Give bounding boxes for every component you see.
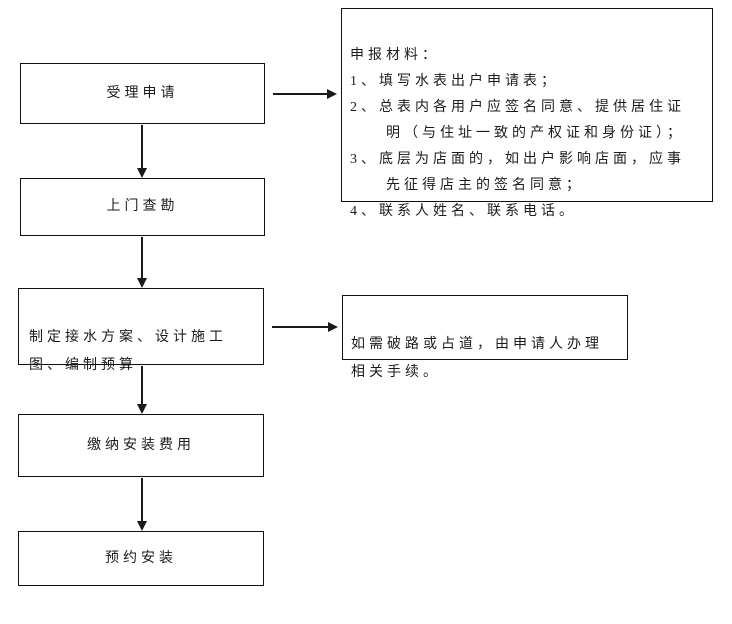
- arrow-step4-to-step5-icon: [137, 478, 147, 531]
- arrow-head-right-icon: [328, 322, 338, 332]
- step-label: 受理申请: [106, 85, 179, 101]
- arrow-step1-to-materials-note-icon: [273, 89, 337, 99]
- arrow-shaft: [272, 326, 328, 328]
- step-accept-application: 受理申请: [20, 63, 265, 124]
- arrow-step3-to-road-note-icon: [272, 322, 338, 332]
- arrow-head-down-icon: [137, 278, 147, 288]
- step-site-survey: 上门查勘: [20, 178, 265, 236]
- arrow-step2-to-step3-icon: [137, 237, 147, 288]
- step-label: 预约安装: [105, 550, 177, 566]
- note-road-occupation: 如需破路或占道，由申请人办理 相关手续。: [342, 295, 628, 380]
- arrow-shaft: [141, 237, 143, 278]
- arrow-head-down-icon: [137, 404, 147, 414]
- arrow-step1-to-step2-icon: [137, 125, 147, 178]
- arrow-step3-to-step4-icon: [137, 366, 147, 414]
- note-application-materials: 申报材料： 1、填写水表出户申请表； 2、总表内各用户应签名同意、提供居住证 明…: [341, 8, 713, 219]
- step-label: 上门查勘: [106, 199, 179, 214]
- step-label: 缴纳安装费用: [87, 437, 195, 453]
- arrow-head-down-icon: [137, 521, 147, 531]
- arrow-shaft: [141, 125, 143, 168]
- arrow-shaft: [141, 366, 143, 404]
- note-text: 如需破路或占道，由申请人办理 相关手续。: [351, 337, 603, 380]
- arrow-head-right-icon: [327, 89, 337, 99]
- note-text: 申报材料： 1、填写水表出户申请表； 2、总表内各用户应签名同意、提供居住证 明…: [350, 48, 685, 219]
- step-plan-design-budget: 制定接水方案、设计施工 图、编制预算: [18, 288, 264, 373]
- step-pay-installation-fee: 缴纳安装费用: [18, 414, 264, 477]
- arrow-shaft: [273, 93, 327, 95]
- step-label: 制定接水方案、设计施工 图、编制预算: [29, 330, 227, 373]
- arrow-shaft: [141, 478, 143, 521]
- arrow-head-down-icon: [137, 168, 147, 178]
- step-schedule-installation: 预约安装: [18, 531, 264, 586]
